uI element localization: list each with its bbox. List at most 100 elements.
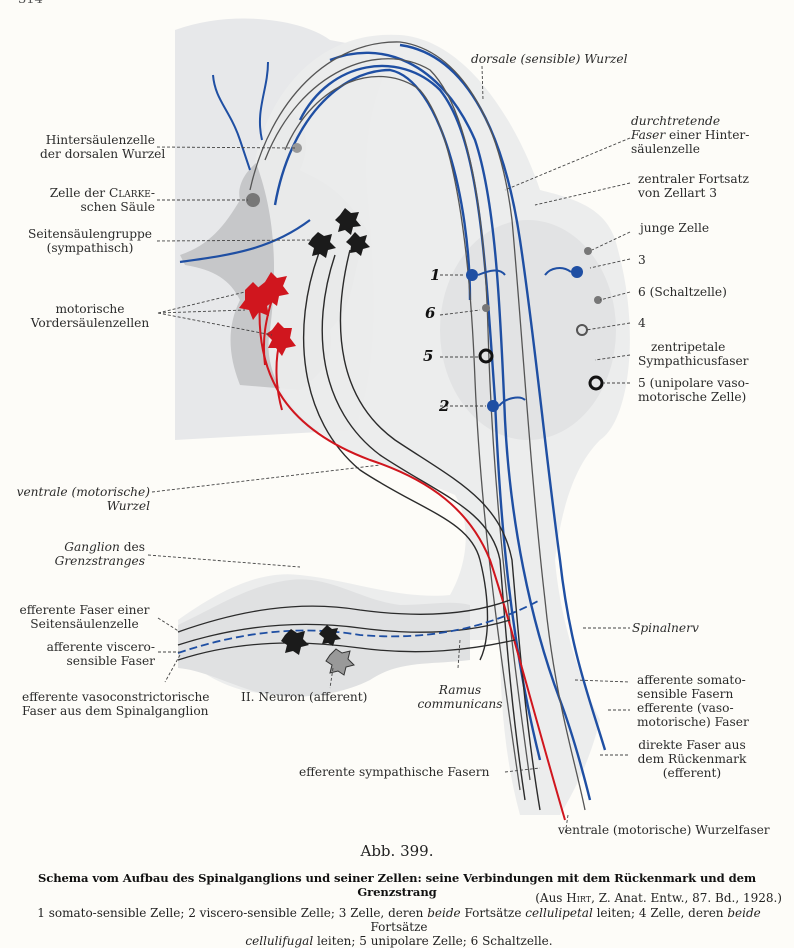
label-ganglion-grenzstrang: Ganglion des Grenzstranges: [10, 540, 145, 568]
label-line: (sympathisch): [46, 241, 134, 255]
dorsal-fiber-blue-4: [273, 68, 472, 301]
leader-eff-symp: [504, 767, 541, 773]
label-text-smallcaps: Clarke: [109, 186, 151, 200]
label-line: motorische) Faser: [637, 715, 749, 729]
label-afferente-somatosensible-fasern: afferente somato- sensible Fasern: [637, 673, 746, 701]
label-text: Zelle der: [49, 186, 109, 200]
caption-text: leiten; 5 unipolare Zelle; 6 Schaltzelle…: [313, 934, 553, 948]
label-line: efferente Faser einer: [19, 603, 150, 617]
label-line: von Zellart 3: [638, 186, 718, 200]
ganglion-cell-1: [466, 269, 478, 281]
label-line: zentripetale: [651, 340, 726, 354]
label-line: durchtretende: [631, 114, 721, 128]
label-afferente-viscerosensible-faser: afferente viscero- sensible Faser: [12, 640, 155, 668]
ganglion-cells: [466, 247, 604, 412]
postganglionic-cell-1: [281, 629, 309, 655]
label-line: Ganglion des: [10, 540, 145, 554]
leader-ganglion: [147, 554, 301, 568]
dorsal-collateral-1: [212, 74, 251, 171]
label-line: zentraler Fortsatz: [638, 172, 749, 186]
label-line: afferente viscero-: [46, 640, 155, 654]
label-line: motorische Zelle): [638, 390, 747, 404]
label-line: Grenzstranges: [54, 554, 145, 568]
label-line: Faser aus dem Spinalganglion: [22, 704, 209, 718]
label-zentraler-fortsatz: zentraler Fortsatz von Zellart 3: [638, 172, 749, 200]
dorsal-collateral-2: [258, 61, 269, 141]
caption-text: 1 somato-sensible Zelle; 2 viscero-sensi…: [37, 906, 428, 920]
label-junge-zelle: junge Zelle: [640, 221, 710, 235]
figure-number: Abb. 399.: [360, 842, 434, 860]
caption-text: Fortsätze: [370, 920, 428, 934]
ganglion-cell-6: [482, 304, 490, 312]
label-line: 5 (unipolare vaso-: [638, 376, 750, 390]
caption-author: Hirt: [566, 891, 592, 905]
dorsal-fiber-gray-1: [264, 58, 531, 781]
caption-text: (Aus: [535, 891, 567, 905]
label-zentripetale-sympathicusfaser: zentripetale Sympathicusfaser: [638, 340, 749, 368]
ventral-fiber-1: [302, 249, 489, 661]
motor-cell-2: [255, 272, 289, 306]
caption-text-italic: cellulipetal: [525, 906, 593, 920]
ventral-fiber-2: [321, 254, 526, 801]
label-line: efferente (vaso-: [637, 701, 734, 715]
ganglion-number-1: 1: [430, 266, 441, 284]
ganglion-number-2: 2: [439, 397, 450, 415]
label-motorische-vordersaeulenzellen: motorische Vordersäulenzellen: [25, 302, 155, 330]
label-line: Zelle der Clarke-: [30, 186, 155, 200]
label-line: schen Säule: [80, 200, 155, 214]
label-clarke-zelle: Zelle der Clarke- schen Säule: [30, 186, 155, 214]
caption-text-italic: beide: [727, 906, 761, 920]
label-direkte-faser: direkte Faser aus dem Rückenmark (effere…: [633, 738, 751, 780]
leader-motor-3: [157, 312, 273, 336]
ventral-fiber-3: [339, 249, 541, 811]
leader-zentral: [534, 182, 631, 206]
leader-hinter: [156, 146, 296, 149]
ganglion-link-3: [544, 267, 572, 276]
label-cell-4: 4: [638, 316, 646, 330]
leader-6: [599, 291, 631, 301]
label-line: Ramus: [438, 683, 482, 697]
page-number: 314: [18, 0, 43, 7]
label-line: afferente somato-: [637, 673, 746, 687]
leader-3: [589, 258, 631, 269]
label-line: motorische: [55, 302, 125, 316]
leader-motor-2: [157, 309, 246, 314]
visceral-fiber-blue-dashed: [177, 599, 541, 654]
label-line: Vordersäulenzellen: [30, 316, 150, 330]
leader-vasocon: [164, 654, 181, 683]
label-line: direkte Faser aus: [638, 738, 746, 752]
dorsal-fiber-gray-2: [284, 75, 521, 791]
label-line: Hintersäulenzelle: [45, 133, 155, 147]
leader-seiten: [156, 239, 313, 242]
motor-fiber-red: [258, 299, 566, 821]
label-spinalnerv: Spinalnerv: [632, 621, 699, 635]
ganglion-cell-3: [571, 266, 583, 278]
leader-zentripet: [594, 354, 631, 361]
leader-4: [585, 322, 631, 331]
dorsal-fiber-blue-2: [329, 51, 592, 801]
label-seitensaeulengruppe: Seitensäulengruppe (sympathisch): [25, 227, 155, 255]
label-dorsale-wurzel: dorsale (sensible) Wurzel: [471, 52, 628, 66]
label-line: sensible Faser: [66, 654, 155, 668]
lateral-cell-2: [335, 208, 361, 235]
label-ventrale-wurzelfaser: ventrale (motorische) Wurzelfaser: [558, 823, 770, 837]
label-line: efferente vasoconstrictorische: [22, 690, 210, 704]
label-text: des: [119, 540, 145, 554]
ganglion-cell-5a: [478, 348, 494, 364]
caption-text: leiten; 4 Zelle, deren: [592, 906, 728, 920]
label-efferente-faser-seitensaeulenzelle: efferente Faser einer Seitensäulenzelle: [12, 603, 157, 631]
leader-ventral: [151, 464, 381, 493]
label-ventrale-wurzel: ventrale (motorische) Wurzel: [10, 485, 150, 513]
caption-legend: 1 somato-sensible Zelle; 2 viscero-sensi…: [14, 906, 784, 948]
label-line: säulenzelle: [631, 142, 700, 156]
lateral-cell-3: [346, 232, 370, 256]
label-line: dem Rückenmark: [637, 752, 747, 766]
caption-source: (Aus Hirt, Z. Anat. Entw., 87. Bd., 1928…: [535, 891, 782, 905]
ganglion-cell-6b: [594, 296, 602, 304]
postganglionic-cell-2: [319, 625, 341, 646]
caption-text-italic: beide: [427, 906, 461, 920]
label-line: communicans: [417, 697, 503, 711]
caption-text: , Z. Anat. Entw., 87. Bd., 1928.): [591, 891, 782, 905]
label-line: Wurzel: [106, 499, 150, 513]
ganglion-number-5: 5: [423, 347, 434, 365]
